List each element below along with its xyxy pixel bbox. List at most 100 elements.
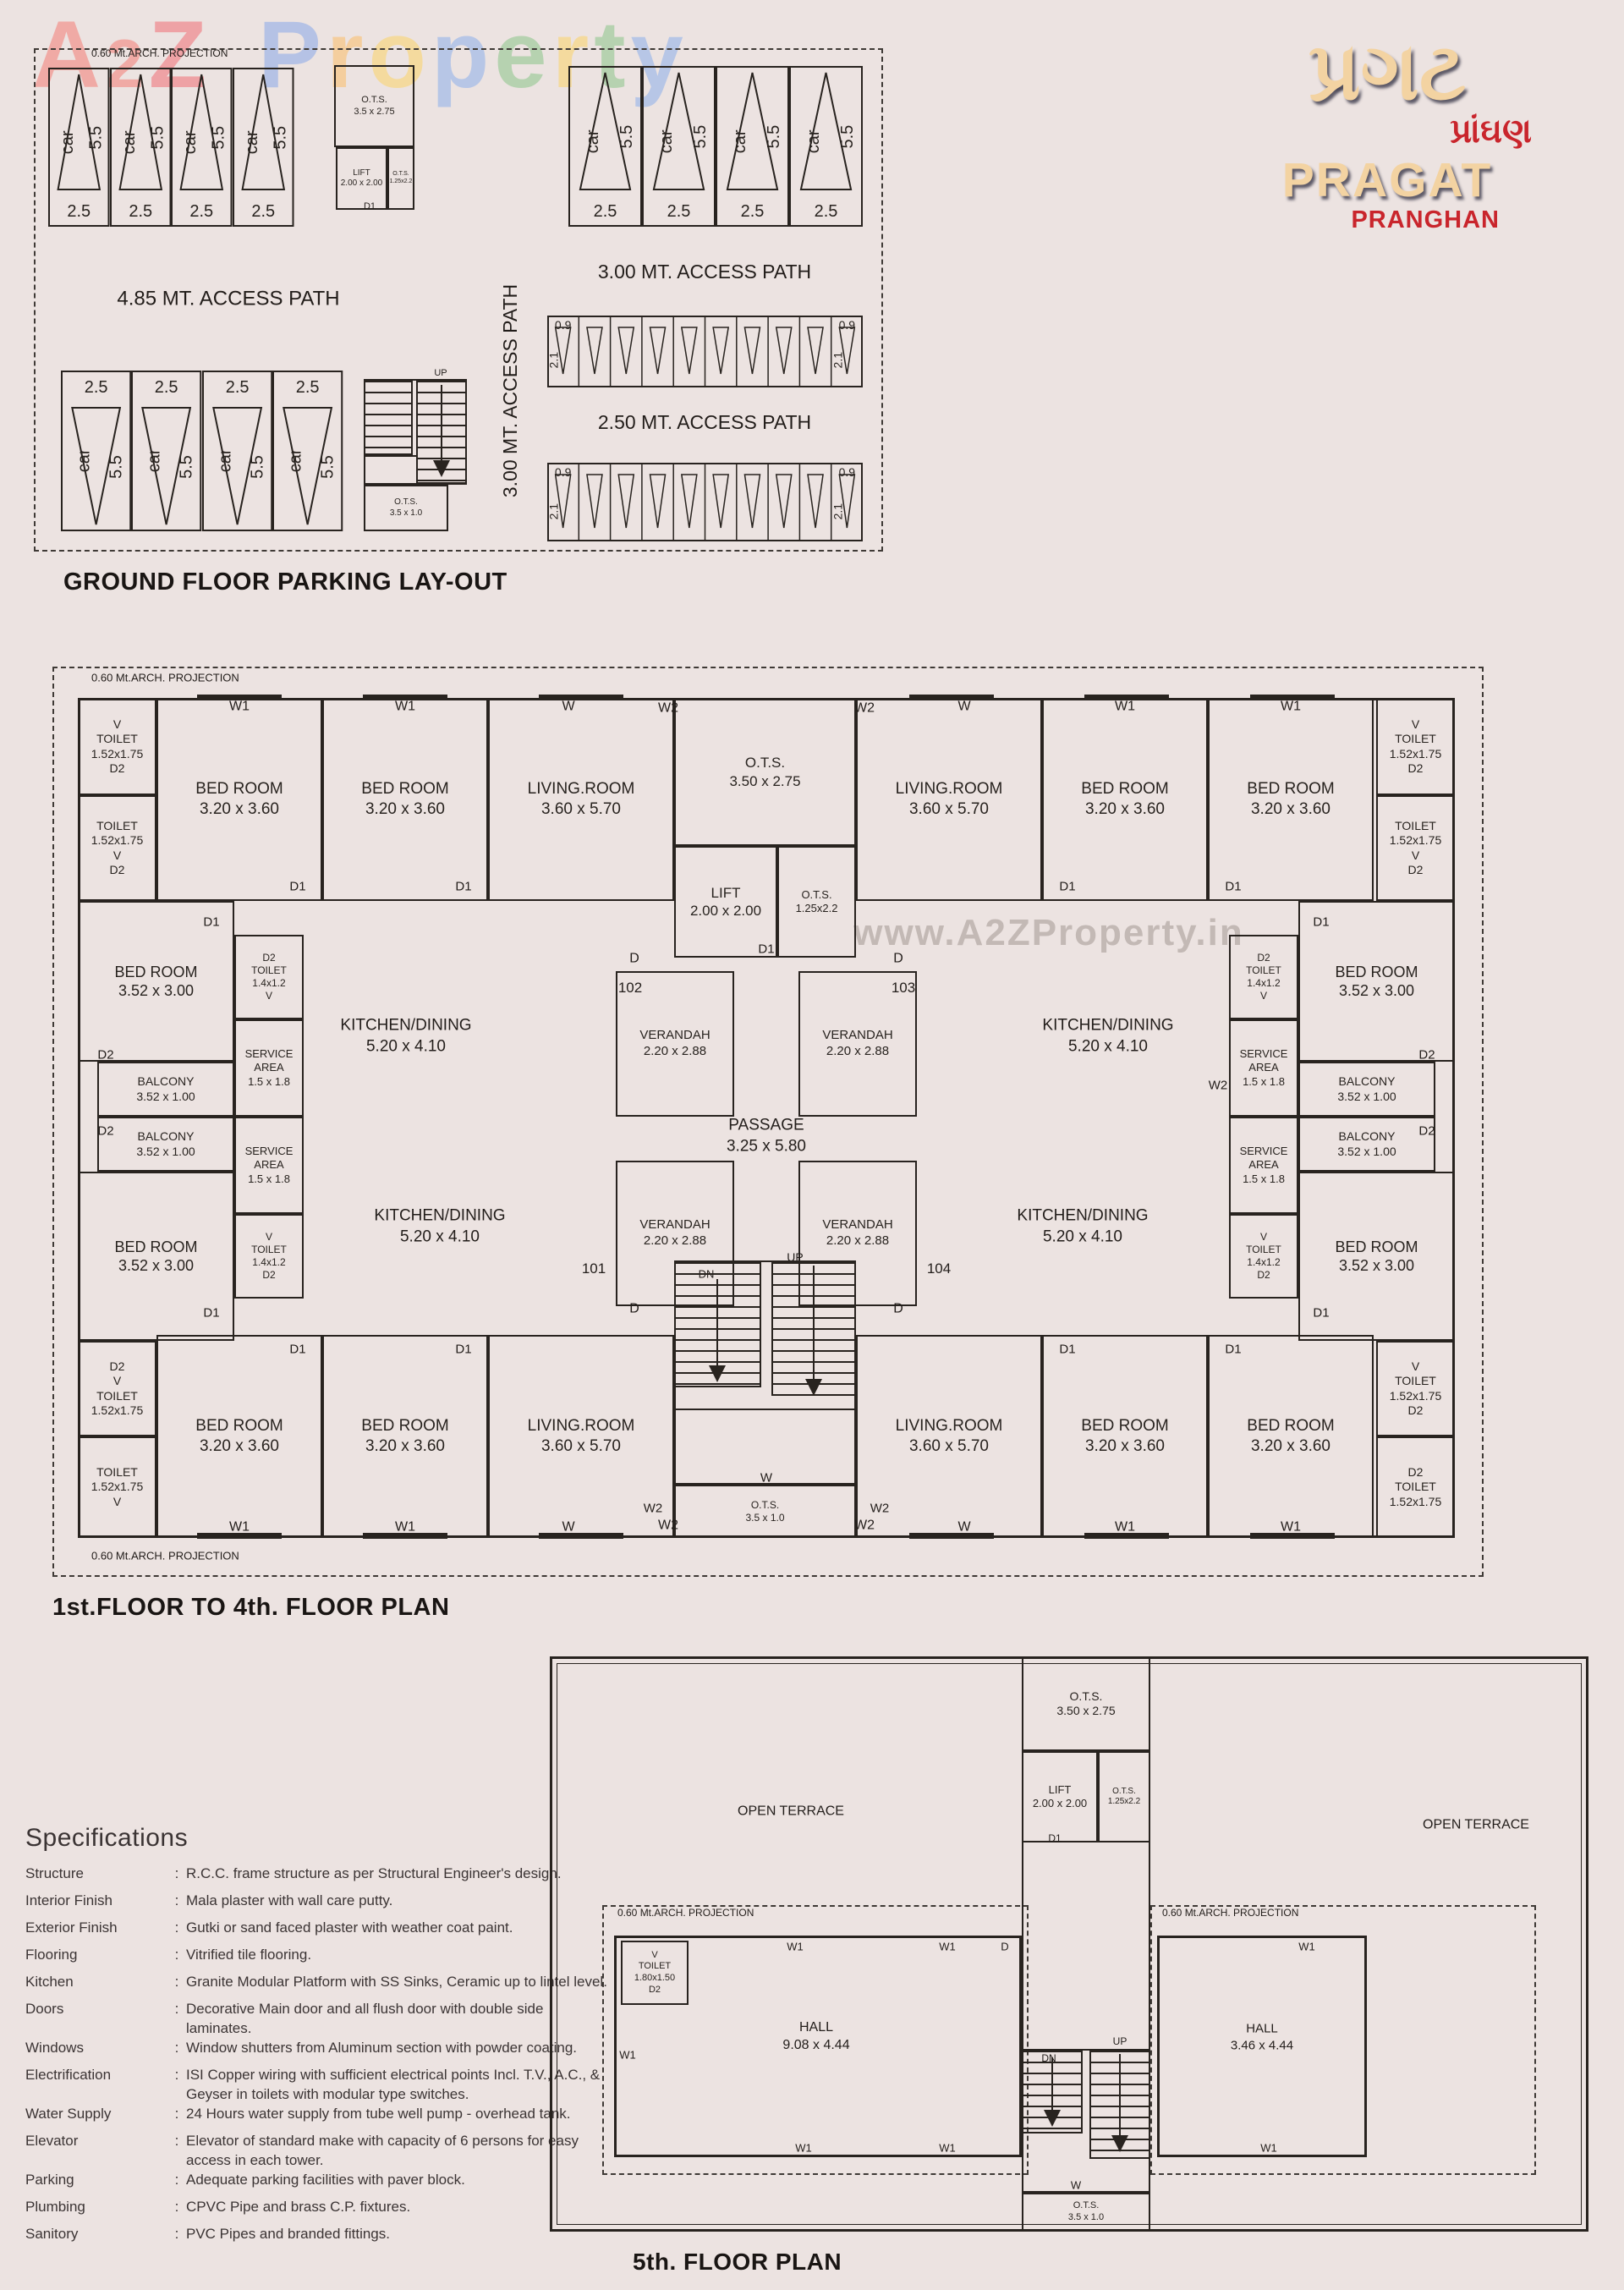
wall-outline bbox=[1157, 1936, 1367, 2157]
label-d1: D1 bbox=[289, 1342, 306, 1357]
room-d2: D2 TOILET 1.4x1.2 V bbox=[1229, 935, 1298, 1019]
label-w: W bbox=[1070, 2178, 1082, 2192]
room-lift: LIFT 2.00 x 2.00 bbox=[674, 846, 777, 958]
label-d1: D1 bbox=[1048, 1832, 1062, 1845]
label-kitchen-dining: KITCHEN/DINING 5.20 x 4.10 bbox=[1042, 1016, 1174, 1055]
spec-row: Sanitory:PVC Pipes and branded fittings. bbox=[25, 2225, 609, 2252]
svg-text:car: car bbox=[145, 448, 164, 472]
room-v: V TOILET 1.52x1.75 D2 bbox=[1376, 698, 1455, 795]
svg-text:5.5: 5.5 bbox=[765, 125, 783, 149]
watermark-letter: e bbox=[494, 2, 552, 107]
svg-text:2.1: 2.1 bbox=[547, 503, 561, 520]
svg-text:car: car bbox=[286, 448, 304, 472]
project-logo: પ્રગટ પ્રાંઘણ PRAGAT PRANGHAN bbox=[1231, 32, 1544, 233]
room-toilet: TOILET 1.52x1.75 V bbox=[78, 1436, 156, 1538]
svg-text:2.5: 2.5 bbox=[225, 378, 249, 397]
spec-colon: : bbox=[174, 2171, 179, 2188]
spec-value: PVC Pipes and branded fittings. bbox=[186, 2225, 390, 2242]
svg-text:2.5: 2.5 bbox=[155, 378, 178, 397]
label-d1: D1 bbox=[289, 879, 306, 894]
spec-colon: : bbox=[174, 1919, 179, 1936]
spec-colon: : bbox=[174, 2198, 179, 2215]
svg-text:car: car bbox=[657, 129, 676, 153]
floor-1-to-4-plan-title: 1st.FLOOR TO 4th. FLOOR PLAN bbox=[52, 1594, 450, 1621]
label-d1: D1 bbox=[758, 942, 775, 957]
label-w: W bbox=[562, 1519, 575, 1535]
room-v: V TOILET 1.52x1.75 D2 bbox=[78, 698, 156, 795]
room-o.t.s.: O.T.S. 1.25x2.2 bbox=[777, 846, 856, 958]
label-w1: W1 bbox=[395, 1519, 415, 1535]
label-w1: W1 bbox=[1281, 1519, 1301, 1535]
room-lift: LIFT 2.00 x 2.00 bbox=[1022, 1751, 1098, 1842]
svg-text:0.9: 0.9 bbox=[555, 318, 572, 332]
room-bed-room: BED ROOM 3.20 x 3.60 bbox=[156, 1335, 322, 1538]
room-balcony: BALCONY 3.52 x 1.00 bbox=[1298, 1062, 1435, 1117]
window-mark bbox=[1084, 695, 1169, 700]
logo-english-title: PRAGAT bbox=[1281, 153, 1493, 207]
label-0.60-mt.arch.-projection: 0.60 Mt.ARCH. PROJECTION bbox=[91, 671, 239, 684]
spec-label: Plumbing bbox=[25, 2198, 85, 2215]
svg-text:2.5: 2.5 bbox=[594, 202, 617, 221]
svg-text:car: car bbox=[120, 130, 139, 154]
room-bed-room: BED ROOM 3.52 x 3.00 bbox=[1298, 901, 1455, 1062]
room-bed-room: BED ROOM 3.52 x 3.00 bbox=[78, 1172, 234, 1341]
svg-text:car: car bbox=[216, 448, 234, 472]
spec-label: Exterior Finish bbox=[25, 1919, 118, 1936]
spec-row: Water Supply:24 Hours water supply from … bbox=[25, 2105, 609, 2132]
svg-text:2.5: 2.5 bbox=[129, 202, 152, 221]
projection-outline bbox=[34, 48, 883, 552]
label-d2: D2 bbox=[1418, 1047, 1435, 1063]
label-up: UP bbox=[787, 1249, 804, 1264]
svg-text:2.5: 2.5 bbox=[667, 202, 691, 221]
label-3.00-mt.-access-path: 3.00 MT. ACCESS PATH bbox=[597, 261, 812, 283]
label-d1: D1 bbox=[1059, 879, 1076, 894]
spec-colon: : bbox=[174, 1974, 179, 1990]
svg-text:0.9: 0.9 bbox=[555, 465, 572, 479]
projection-outline bbox=[1150, 1905, 1536, 2175]
room-verandah: VERANDAH 2.20 x 2.88 bbox=[798, 1161, 917, 1306]
room-verandah: VERANDAH 2.20 x 2.88 bbox=[616, 971, 734, 1117]
room-lift: LIFT 2.00 x 2.00 bbox=[336, 147, 387, 210]
svg-text:car: car bbox=[243, 130, 261, 154]
watermark-letter: o bbox=[368, 2, 431, 107]
label-d: D bbox=[629, 1301, 639, 1316]
spec-row: Parking:Adequate parking facilities with… bbox=[25, 2171, 609, 2198]
room-balcony: BALCONY 3.52 x 1.00 bbox=[1298, 1117, 1435, 1172]
label-d1: D1 bbox=[1059, 1342, 1076, 1357]
wall-outline bbox=[1022, 1842, 1150, 2049]
room-o.t.s.: O.T.S. 3.5 x 1.0 bbox=[364, 485, 448, 531]
window-mark bbox=[1084, 1533, 1169, 1539]
spec-value: CPVC Pipe and brass C.P. fixtures. bbox=[186, 2198, 411, 2215]
label-w1: W1 bbox=[1115, 1519, 1135, 1535]
label-up: UP bbox=[1112, 2035, 1127, 2048]
spec-row: Elevator:Elevator of standard make with … bbox=[25, 2132, 609, 2171]
logo-gujarati-subtitle: પ્રાંઘણ bbox=[1450, 113, 1532, 150]
room-v: V TOILET 1.80x1.50 D2 bbox=[621, 1941, 689, 2005]
room-living.room: LIVING.ROOM 3.60 x 5.70 bbox=[488, 1335, 674, 1538]
spec-value: ISI Copper wiring with sufficient electr… bbox=[186, 2066, 601, 2102]
label-0.60-mt.arch.-projection: 0.60 Mt.ARCH. PROJECTION bbox=[617, 1907, 754, 1919]
label-w1: W1 bbox=[395, 699, 415, 714]
label-kitchen-dining: KITCHEN/DINING 5.20 x 4.10 bbox=[374, 1206, 506, 1245]
spec-value: Mala plaster with wall care putty. bbox=[186, 1892, 393, 1908]
room-d2: D2 TOILET 1.4x1.2 V bbox=[234, 935, 304, 1019]
spec-value: 24 Hours water supply from tube well pum… bbox=[186, 2105, 571, 2122]
window-mark bbox=[197, 1533, 282, 1539]
svg-text:2.5: 2.5 bbox=[295, 378, 319, 397]
label-hall: HALL 3.46 x 4.44 bbox=[1230, 2021, 1294, 2053]
label-d: D bbox=[893, 951, 903, 966]
specifications-panel: Specifications Structure:R.C.C. frame st… bbox=[25, 1824, 609, 2252]
projection-outline bbox=[602, 1905, 1029, 2175]
room-service: SERVICE AREA 1.5 x 1.8 bbox=[1229, 1117, 1298, 1214]
svg-text:2.1: 2.1 bbox=[831, 352, 844, 369]
label-d2: D2 bbox=[97, 1123, 114, 1139]
label-open-terrace: OPEN TERRACE bbox=[1423, 1817, 1529, 1832]
window-mark bbox=[909, 1533, 994, 1539]
svg-text:car: car bbox=[74, 448, 93, 472]
label-d: D bbox=[629, 951, 639, 966]
